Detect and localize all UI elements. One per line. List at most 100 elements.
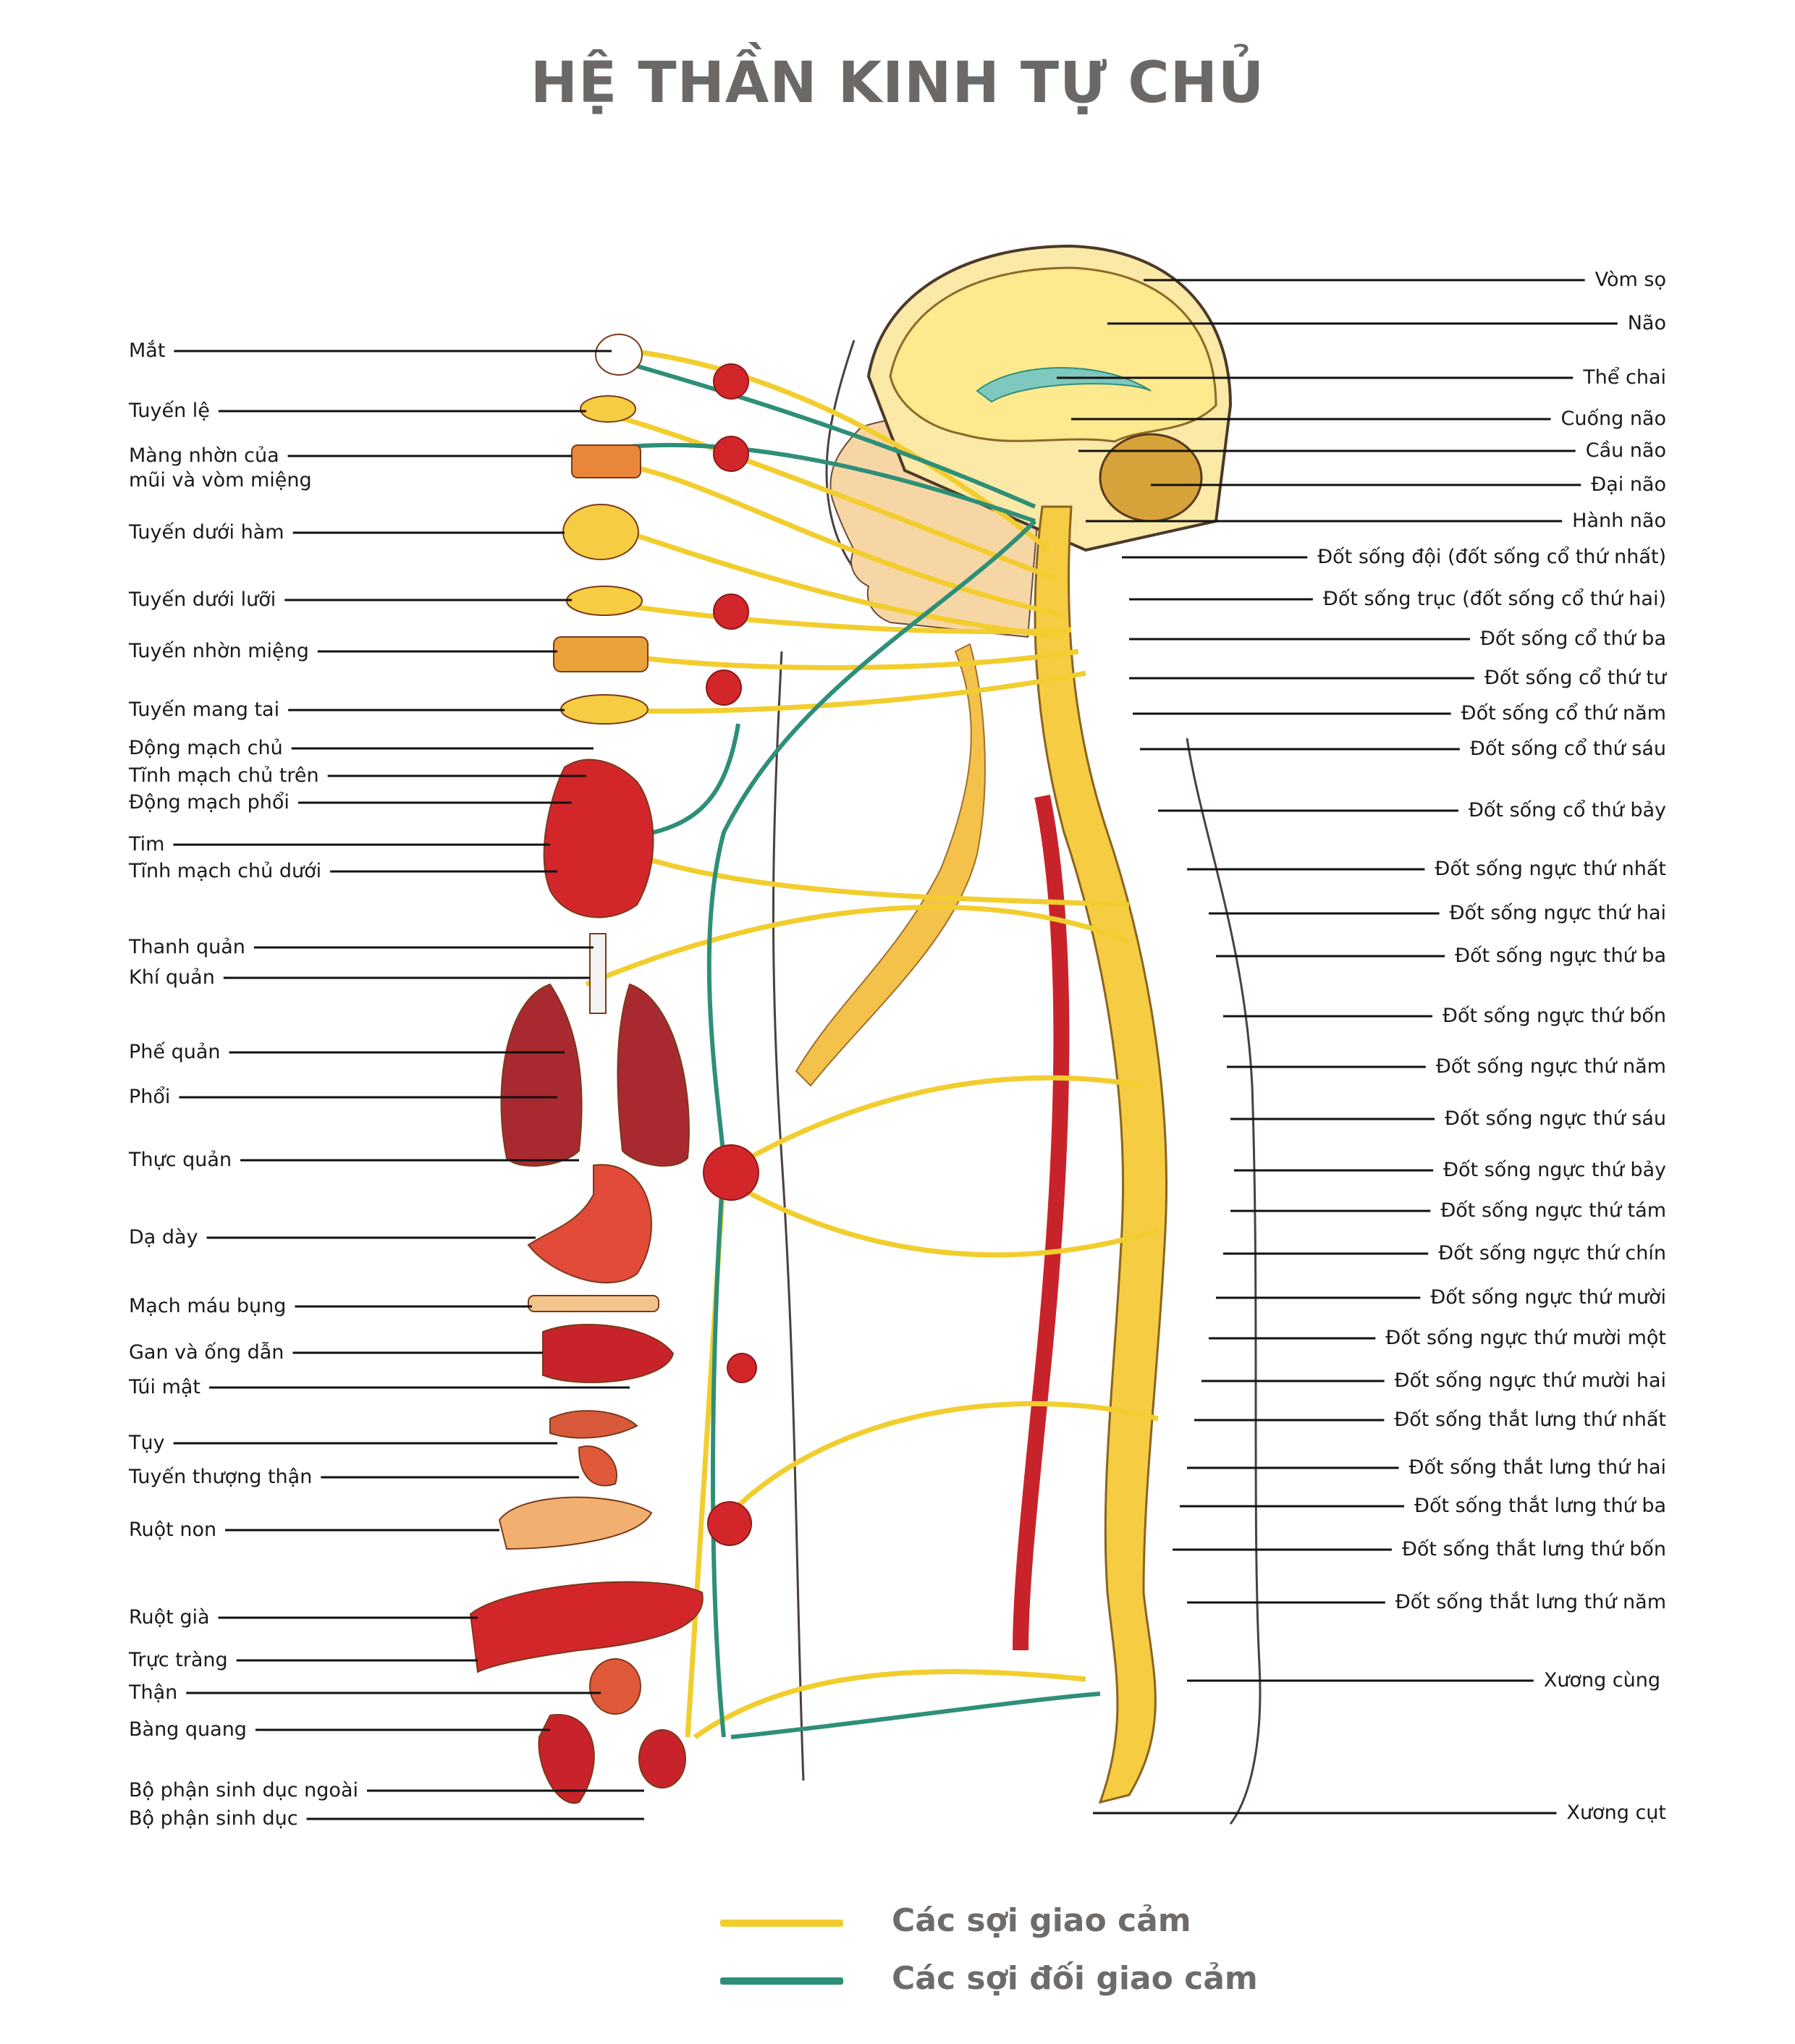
right-leader-lines xyxy=(1057,279,1618,1815)
label-parotid-gland: Tuyến mang tai xyxy=(129,698,280,721)
label-liver: Gan và ống dẫn xyxy=(129,1341,284,1364)
label-aorta: Động mạch chủ xyxy=(129,737,283,759)
small-intestine xyxy=(498,1496,653,1550)
label-t1: Đốt sống ngực thứ nhất xyxy=(1435,858,1666,880)
kidney xyxy=(589,1658,641,1715)
label-t11: Đốt sống ngực thứ mười một xyxy=(1385,1327,1666,1349)
aorta xyxy=(1013,794,1070,1651)
brain xyxy=(889,266,1217,443)
label-rectum: Trực tràng xyxy=(129,1649,228,1671)
heart xyxy=(543,759,654,918)
label-l2: Đốt sống thắt lưng thứ hai xyxy=(1408,1456,1666,1479)
label-c3: Đốt sống cổ thứ ba xyxy=(1479,628,1666,650)
label-t9: Đốt sống ngực thứ chín xyxy=(1438,1242,1666,1264)
legend-swatch-sympathetic xyxy=(720,1920,843,1927)
label-abdominal-vessels: Mạch máu bụng xyxy=(129,1295,287,1317)
oral-glands xyxy=(553,636,649,672)
label-mucosa-line2: mũi và vòm miệng xyxy=(129,469,312,491)
label-pancreas: Tụy xyxy=(129,1432,165,1454)
adrenal-kidney xyxy=(578,1445,617,1487)
label-esophagus: Thực quản xyxy=(129,1149,232,1171)
label-gallbladder: Túi mật xyxy=(129,1376,201,1398)
label-t12: Đốt sống ngực thứ mười hai xyxy=(1394,1369,1666,1392)
lacrimal-gland xyxy=(580,395,636,423)
label-heart: Tim xyxy=(129,833,165,856)
eye xyxy=(595,334,643,376)
label-t4: Đốt sống ngực thứ bốn xyxy=(1443,1005,1666,1027)
lungs xyxy=(500,983,690,1167)
label-atlas: Đốt sống đội (đốt sống cổ thứ nhất) xyxy=(1317,546,1666,568)
label-oral-glands: Tuyến nhờn miệng xyxy=(129,640,309,662)
label-external-genitals: Bộ phận sinh dục ngoài xyxy=(129,1779,358,1802)
label-axis: Đốt sống trục (đốt sống cổ thứ hai) xyxy=(1322,588,1666,610)
label-larynx: Thanh quản xyxy=(129,936,245,958)
parasympathetic-fibers xyxy=(607,360,1101,1739)
label-c7: Đốt sống cổ thứ bảy xyxy=(1468,799,1666,822)
label-eye: Mắt xyxy=(129,339,166,362)
label-small-intestine: Ruột non xyxy=(129,1519,217,1541)
label-lacrimal-gland: Tuyến lệ xyxy=(129,400,210,422)
legend-label-parasympathetic: Các sợi đối giao cảm xyxy=(892,1960,1258,1997)
label-skull: Vòm sọ xyxy=(1595,269,1666,291)
legend-swatch-parasympathetic xyxy=(720,1977,843,1985)
label-l3: Đốt sống thắt lưng thứ ba xyxy=(1414,1495,1666,1517)
label-cerebellum: Đại não xyxy=(1591,473,1666,496)
label-t5: Đốt sống ngực thứ năm xyxy=(1435,1055,1666,1078)
large-intestine xyxy=(469,1581,704,1673)
label-t6: Đốt sống ngực thứ sáu xyxy=(1445,1107,1666,1130)
label-bladder: Bàng quang xyxy=(129,1718,247,1741)
label-superior-vena-cava: Tĩnh mạch chủ trên xyxy=(129,764,319,787)
label-t2: Đốt sống ngực thứ hai xyxy=(1449,902,1666,924)
label-pulmonary-artery: Động mạch phổi xyxy=(129,791,290,814)
label-large-intestine: Ruột già xyxy=(129,1606,210,1629)
organs xyxy=(469,334,704,1804)
label-t3: Đốt sống ngực thứ ba xyxy=(1455,945,1666,967)
liver xyxy=(542,1324,675,1383)
label-adrenal-gland: Tuyến thượng thận xyxy=(129,1466,313,1488)
label-c6: Đốt sống cổ thứ sáu xyxy=(1469,738,1666,760)
label-sacrum: Xương cùng xyxy=(1543,1669,1660,1692)
corpus-callosum xyxy=(976,367,1152,403)
pancreas xyxy=(549,1410,638,1439)
stomach xyxy=(527,1164,652,1284)
label-corpus-callosum: Thể chai xyxy=(1583,366,1666,389)
label-inferior-vena-cava: Tĩnh mạch chủ dưới xyxy=(129,860,322,882)
torso-strip xyxy=(795,643,986,1087)
label-pons: Cầu não xyxy=(1585,439,1666,462)
label-c4: Đốt sống cổ thứ tư xyxy=(1484,667,1666,689)
label-mucosa-line1: Màng nhờn của xyxy=(129,444,279,467)
label-kidney: Thận xyxy=(129,1681,178,1704)
label-coccyx: Xương cụt xyxy=(1566,1802,1666,1824)
label-l4: Đốt sống thắt lưng thứ bốn xyxy=(1401,1538,1666,1561)
parotid-gland xyxy=(560,694,649,725)
label-brainstem: Cuống não xyxy=(1560,407,1667,430)
abdominal-vessel xyxy=(528,1295,659,1312)
label-c5: Đốt sống cổ thứ năm xyxy=(1461,702,1666,725)
sympathetic-fibers xyxy=(585,348,1160,1739)
label-medulla: Hành não xyxy=(1572,510,1666,532)
label-lungs: Phổi xyxy=(129,1086,171,1108)
left-leader-lines xyxy=(173,350,644,1820)
label-t10: Đốt sống ngực thứ mười xyxy=(1430,1286,1666,1309)
label-bronchi: Phế quản xyxy=(129,1041,221,1063)
ganglia xyxy=(703,363,759,1546)
sublingual-gland xyxy=(566,586,643,616)
cerebellum xyxy=(1099,433,1203,523)
spinal-column xyxy=(1034,505,1167,1804)
label-genitals: Bộ phận sinh dục xyxy=(129,1807,298,1830)
label-t7: Đốt sống ngực thứ bảy xyxy=(1443,1159,1666,1181)
label-brain: Não xyxy=(1627,312,1666,334)
label-stomach: Dạ dày xyxy=(129,1226,198,1249)
label-trachea: Khí quản xyxy=(129,966,215,989)
label-l5: Đốt sống thắt lưng thứ năm xyxy=(1395,1591,1666,1613)
page-title: HỆ THẦN KINH TỰ CHỦ xyxy=(530,51,1265,116)
trachea xyxy=(589,933,607,1014)
submandibular-gland xyxy=(562,504,639,560)
label-sublingual-gland: Tuyến dưới lưỡi xyxy=(129,588,276,611)
label-l1: Đốt sống thắt lưng thứ nhất xyxy=(1394,1409,1666,1431)
genitals xyxy=(638,1729,686,1788)
legend-label-sympathetic: Các sợi giao cảm xyxy=(892,1902,1191,1939)
bladder xyxy=(538,1714,595,1804)
